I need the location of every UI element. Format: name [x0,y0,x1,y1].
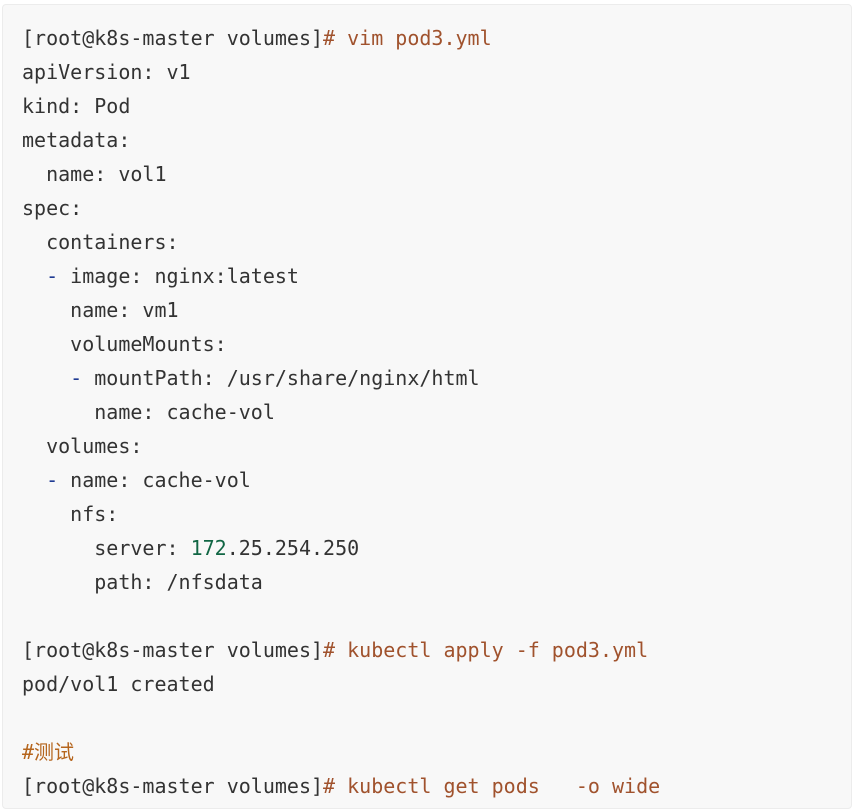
code-line [22,701,660,735]
code-line: path: /nfsdata [22,565,660,599]
code-token: image: nginx:latest [58,264,299,288]
code-line: name: cache-vol [22,395,660,429]
code-token: name: cache-vol [58,468,251,492]
code-line: - image: nginx:latest [22,259,660,293]
code-line: name: vol1 [22,157,660,191]
code-line: [root@k8s-master volumes]# kubectl apply… [22,633,660,667]
code-token: metadata: [22,128,131,152]
code-line: metadata: [22,123,660,157]
code-token: name: vm1 [22,298,179,322]
code-line: [root@k8s-master volumes]# vim pod3.yml [22,21,660,55]
code-line: spec: [22,191,660,225]
code-token: name: vol1 [22,162,167,186]
code-line: [root@k8s-master volumes]# kubectl get p… [22,769,660,803]
code-line: - name: cache-vol [22,463,660,497]
code-token: spec: [22,196,83,220]
code-line: - mountPath: /usr/share/nginx/html [22,361,660,395]
code-token: name: cache-vol [22,400,275,424]
code-line: server: 172.25.254.250 [22,531,660,565]
code-line: volumes: [22,429,660,463]
code-token-cmd: # kubectl apply -f pod3.yml [323,638,649,662]
code-token: containers: [22,230,179,254]
code-token: volumes: [22,434,143,458]
code-line: #测试 [22,735,660,769]
code-line: pod/vol1 created [22,667,660,701]
code-token: apiVersion: v1 [22,60,191,84]
code-line: containers: [22,225,660,259]
code-token-dash: - [46,468,59,492]
code-token [22,264,46,288]
code-token-cmd: # kubectl get pods -o wide [323,774,661,798]
code-token: [root@k8s-master volumes] [22,26,324,50]
code-token: [root@k8s-master volumes] [22,774,324,798]
code-token: mountPath: /usr/share/nginx/html [82,366,480,390]
code-token-num: 172 [190,536,227,560]
code-token-comment: #测试 [22,740,75,764]
code-token-cmd: # vim pod3.yml [323,26,492,50]
code-token-dash: - [70,366,83,390]
code-line: nfs: [22,497,660,531]
code-token: server: [22,536,191,560]
code-line [22,599,660,633]
code-token: pod/vol1 created [22,672,215,696]
code-token: nfs: [22,502,119,526]
code-token [22,366,70,390]
code-token: [root@k8s-master volumes] [22,638,324,662]
code-token: .25.254.250 [226,536,360,560]
code-token: volumeMounts: [22,332,227,356]
code-token [22,468,46,492]
code-line: volumeMounts: [22,327,660,361]
code-token: path: /nfsdata [22,570,263,594]
code-line: apiVersion: v1 [22,55,660,89]
code-line: name: vm1 [22,293,660,327]
code-line: kind: Pod [22,89,660,123]
code-token: kind: Pod [22,94,131,118]
code-token-dash: - [46,264,59,288]
